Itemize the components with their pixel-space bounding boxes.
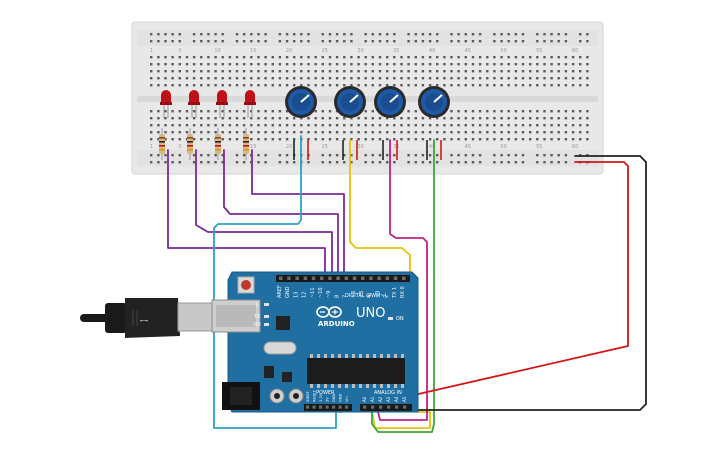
digital-pin-label: ~6 bbox=[351, 291, 357, 298]
wire-purple-3[interactable] bbox=[223, 149, 339, 276]
wire-cyan-5v[interactable] bbox=[213, 135, 337, 429]
analog-label: ANALOG IN bbox=[374, 390, 402, 396]
digital-pin-label: ~10 bbox=[318, 287, 324, 298]
digital-header-label: DIGITAL (PWM~) bbox=[345, 293, 387, 299]
resistor[interactable] bbox=[215, 128, 221, 160]
arduino-logo bbox=[316, 306, 342, 318]
power-pin-label: GND bbox=[332, 394, 336, 402]
usb-cable[interactable]: ⭠⭢ bbox=[80, 298, 215, 338]
digital-pin-label: 2 bbox=[384, 295, 390, 298]
digital-pin-label: 7 bbox=[343, 295, 349, 298]
potentiometer-group bbox=[285, 86, 450, 118]
rx-led-label: RX bbox=[254, 322, 261, 328]
column-number-bottom: 25 bbox=[322, 144, 328, 150]
column-number-bottom: 5 bbox=[179, 144, 182, 150]
column-number-top: 10 bbox=[214, 48, 220, 54]
power-pin-label: IOREF bbox=[306, 391, 310, 402]
red-led[interactable] bbox=[244, 90, 256, 118]
digital-pin-label: ~9 bbox=[326, 291, 332, 298]
digital-pin-label: TX 1 bbox=[392, 287, 398, 299]
column-number-bottom: 55 bbox=[536, 144, 542, 150]
digital-pin-label: ~3 bbox=[375, 291, 381, 298]
red-led[interactable] bbox=[160, 90, 172, 118]
column-number-bottom: 60 bbox=[572, 144, 578, 150]
bottom-pin-headers bbox=[306, 405, 407, 409]
column-number-bottom: 15 bbox=[250, 144, 256, 150]
digital-pin-label: AREF bbox=[277, 285, 283, 298]
column-number-bottom: 50 bbox=[500, 144, 506, 150]
potentiometer[interactable] bbox=[374, 86, 406, 118]
column-number-bottom: 45 bbox=[465, 144, 471, 150]
led-group bbox=[160, 90, 256, 118]
digital-pin-label: GND bbox=[285, 286, 291, 298]
column-number-top: 60 bbox=[572, 48, 578, 54]
arduino-brand: ARDUINO bbox=[318, 320, 355, 328]
digital-pin-label: 13 bbox=[293, 292, 299, 298]
arduino-model: UNO bbox=[356, 306, 385, 321]
resistor-group bbox=[159, 128, 249, 160]
l-led-label: L bbox=[256, 302, 259, 308]
digital-pin-label: 8 bbox=[334, 295, 340, 298]
potentiometer[interactable] bbox=[418, 86, 450, 118]
column-number-top: 45 bbox=[465, 48, 471, 54]
column-number-top: 5 bbox=[179, 48, 182, 54]
wire-green-a2[interactable] bbox=[371, 139, 435, 433]
potentiometer[interactable] bbox=[334, 86, 366, 118]
digital-pin-label: RX 0 bbox=[400, 286, 406, 298]
column-number-bottom: 30 bbox=[357, 144, 363, 150]
digital-pin-label: 12 bbox=[302, 292, 308, 298]
column-number-top: 55 bbox=[536, 48, 542, 54]
column-number-top: 15 bbox=[250, 48, 256, 54]
column-number-top: 25 bbox=[322, 48, 328, 54]
potentiometer[interactable] bbox=[285, 86, 317, 118]
red-led[interactable] bbox=[188, 90, 200, 118]
power-pin-label: GND bbox=[339, 394, 343, 402]
column-number-top: 40 bbox=[429, 48, 435, 54]
power-pin-label: RESET bbox=[313, 390, 317, 402]
analog-pin-label: A4 bbox=[394, 396, 399, 402]
column-number-top: 50 bbox=[500, 48, 506, 54]
digital-pin-label: ~11 bbox=[310, 287, 316, 298]
analog-pin-label: A5 bbox=[402, 396, 407, 402]
analog-pin-label: A3 bbox=[386, 396, 391, 402]
wire-purple-1[interactable] bbox=[167, 149, 326, 276]
wire-black-gnd[interactable] bbox=[407, 155, 647, 411]
column-number-top: 35 bbox=[393, 48, 399, 54]
analog-pin-label: A1 bbox=[370, 396, 375, 402]
power-pin-label: 3.3V bbox=[319, 393, 323, 402]
usb-icon: ⭠⭢ bbox=[140, 318, 148, 324]
wire-red-power[interactable] bbox=[339, 161, 629, 413]
breadboard[interactable]: 1155101015152020252530303535404045455050… bbox=[131, 21, 604, 175]
column-number-top: 1 bbox=[150, 48, 153, 54]
wire-magenta-a1[interactable] bbox=[377, 139, 428, 421]
analog-pin-label: A0 bbox=[362, 396, 367, 402]
wire-purple-2[interactable] bbox=[195, 149, 333, 276]
analog-pin-label: A2 bbox=[378, 396, 383, 402]
column-number-bottom: 1 bbox=[150, 144, 153, 150]
resistor[interactable] bbox=[187, 128, 193, 160]
power-label: POWER bbox=[316, 390, 335, 396]
digital-pin-label: 4 bbox=[367, 295, 373, 298]
digital-pin-label: ~5 bbox=[359, 291, 365, 298]
digital-pin-header bbox=[279, 276, 406, 280]
tx-led-label: TX bbox=[253, 314, 261, 320]
on-led-label: ON bbox=[396, 316, 404, 322]
resistor[interactable] bbox=[159, 128, 165, 160]
column-number-top: 20 bbox=[286, 48, 292, 54]
column-number-bottom: 40 bbox=[429, 144, 435, 150]
column-number-bottom: 20 bbox=[286, 144, 292, 150]
power-pin-label: 5V bbox=[326, 397, 330, 402]
power-pin-label: Vin bbox=[345, 396, 349, 402]
resistor[interactable] bbox=[243, 128, 249, 160]
wire-purple-4[interactable] bbox=[251, 149, 345, 276]
microcontroller-pins bbox=[310, 354, 404, 388]
column-number-top: 30 bbox=[357, 48, 363, 54]
red-led[interactable] bbox=[216, 90, 228, 118]
